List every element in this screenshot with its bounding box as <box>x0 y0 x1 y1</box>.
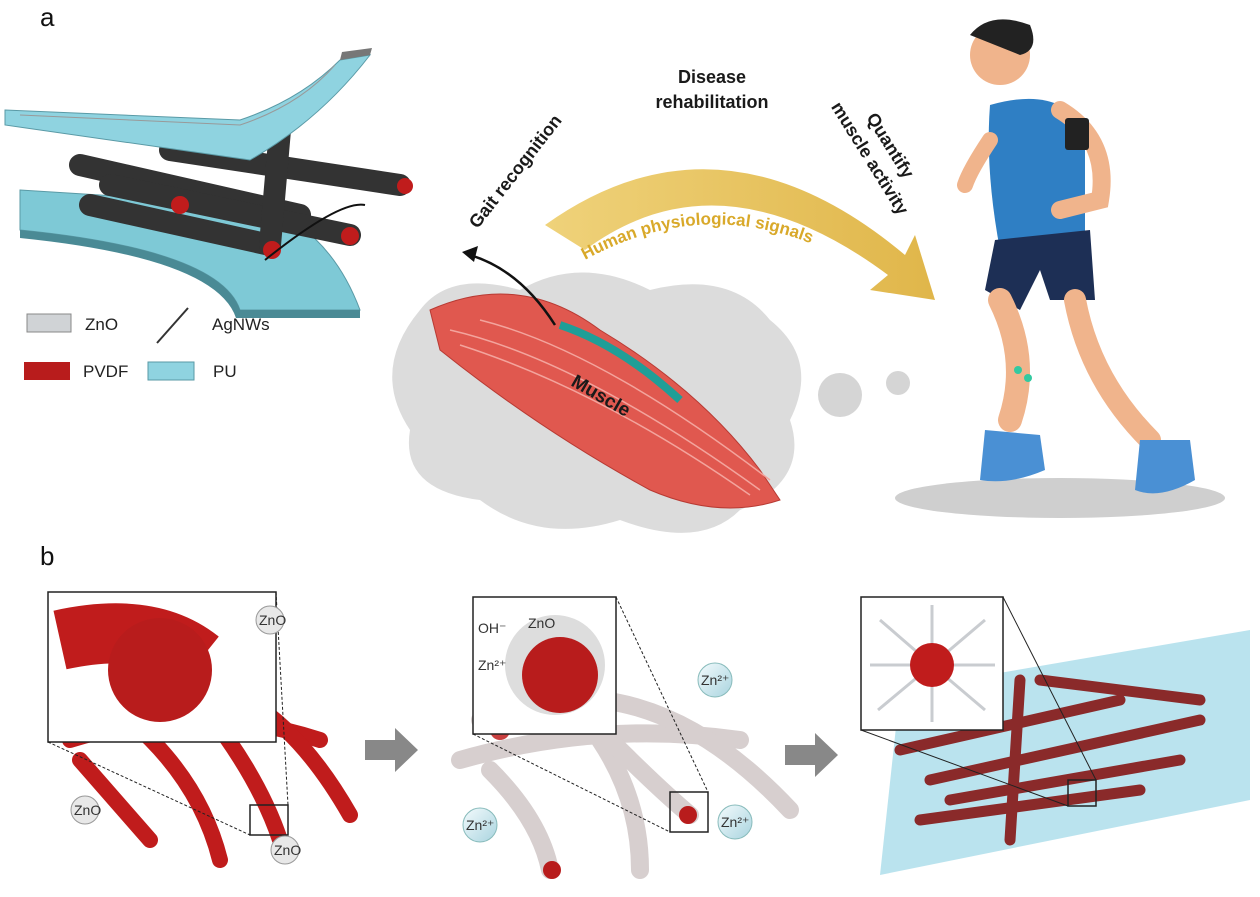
label-gait-recognition: Gait recognition <box>465 111 566 232</box>
pu-swatch <box>147 361 195 381</box>
legend-zno: ZnO <box>85 315 118 334</box>
svg-text:Zn²⁺: Zn²⁺ <box>701 672 729 688</box>
svg-text:ZnO: ZnO <box>74 802 101 818</box>
panel-label-a: a <box>40 2 55 32</box>
label-disease-line1: Disease <box>678 67 746 87</box>
zn-ion-precursor: Zn²⁺ <box>697 662 733 698</box>
zno-precursor: ZnO <box>255 605 286 635</box>
inset-zn-label: Zn²⁺ <box>478 657 506 673</box>
runner-illustration <box>895 19 1225 518</box>
zno-precursor: ZnO <box>270 835 301 865</box>
muscle-illustration: Muscle <box>392 246 910 533</box>
svg-text:ZnO: ZnO <box>259 612 286 628</box>
step3-zno-nanorod-fibers-on-pu <box>860 596 1250 875</box>
svg-text:Zn²⁺: Zn²⁺ <box>466 817 494 833</box>
svg-text:ZnO: ZnO <box>274 842 301 858</box>
legend-pvdf: PVDF <box>83 362 128 381</box>
legend: ZnO AgNWs PVDF PU <box>24 307 270 381</box>
signal-arrow <box>545 169 935 300</box>
zno-precursor: ZnO <box>70 795 101 825</box>
step1-pvdf-fibers: ZnO ZnO ZnO <box>47 591 358 868</box>
inset-zno-label: ZnO <box>528 615 555 631</box>
zn-ion-precursor: Zn²⁺ <box>462 807 498 843</box>
zno-swatch <box>26 313 72 333</box>
pvdf-swatch <box>24 362 70 380</box>
inset-oh-label: OH⁻ <box>478 620 506 636</box>
process-arrow-2 <box>785 733 838 777</box>
svg-text:Zn²⁺: Zn²⁺ <box>721 814 749 830</box>
agnws-swatch <box>156 307 189 344</box>
legend-pu: PU <box>213 362 237 381</box>
process-arrow-1 <box>365 728 418 772</box>
label-disease-line2: rehabilitation <box>655 92 768 112</box>
legend-agnws: AgNWs <box>212 315 270 334</box>
sensor-device-illustration <box>4 48 413 318</box>
zn-ion-precursor: Zn²⁺ <box>717 804 753 840</box>
panel-label-b: b <box>40 541 54 571</box>
step2-zno-seeded-fibers: OH⁻ ZnO Zn²⁺ Zn²⁺ Zn²⁺ Zn²⁺ <box>451 596 799 879</box>
